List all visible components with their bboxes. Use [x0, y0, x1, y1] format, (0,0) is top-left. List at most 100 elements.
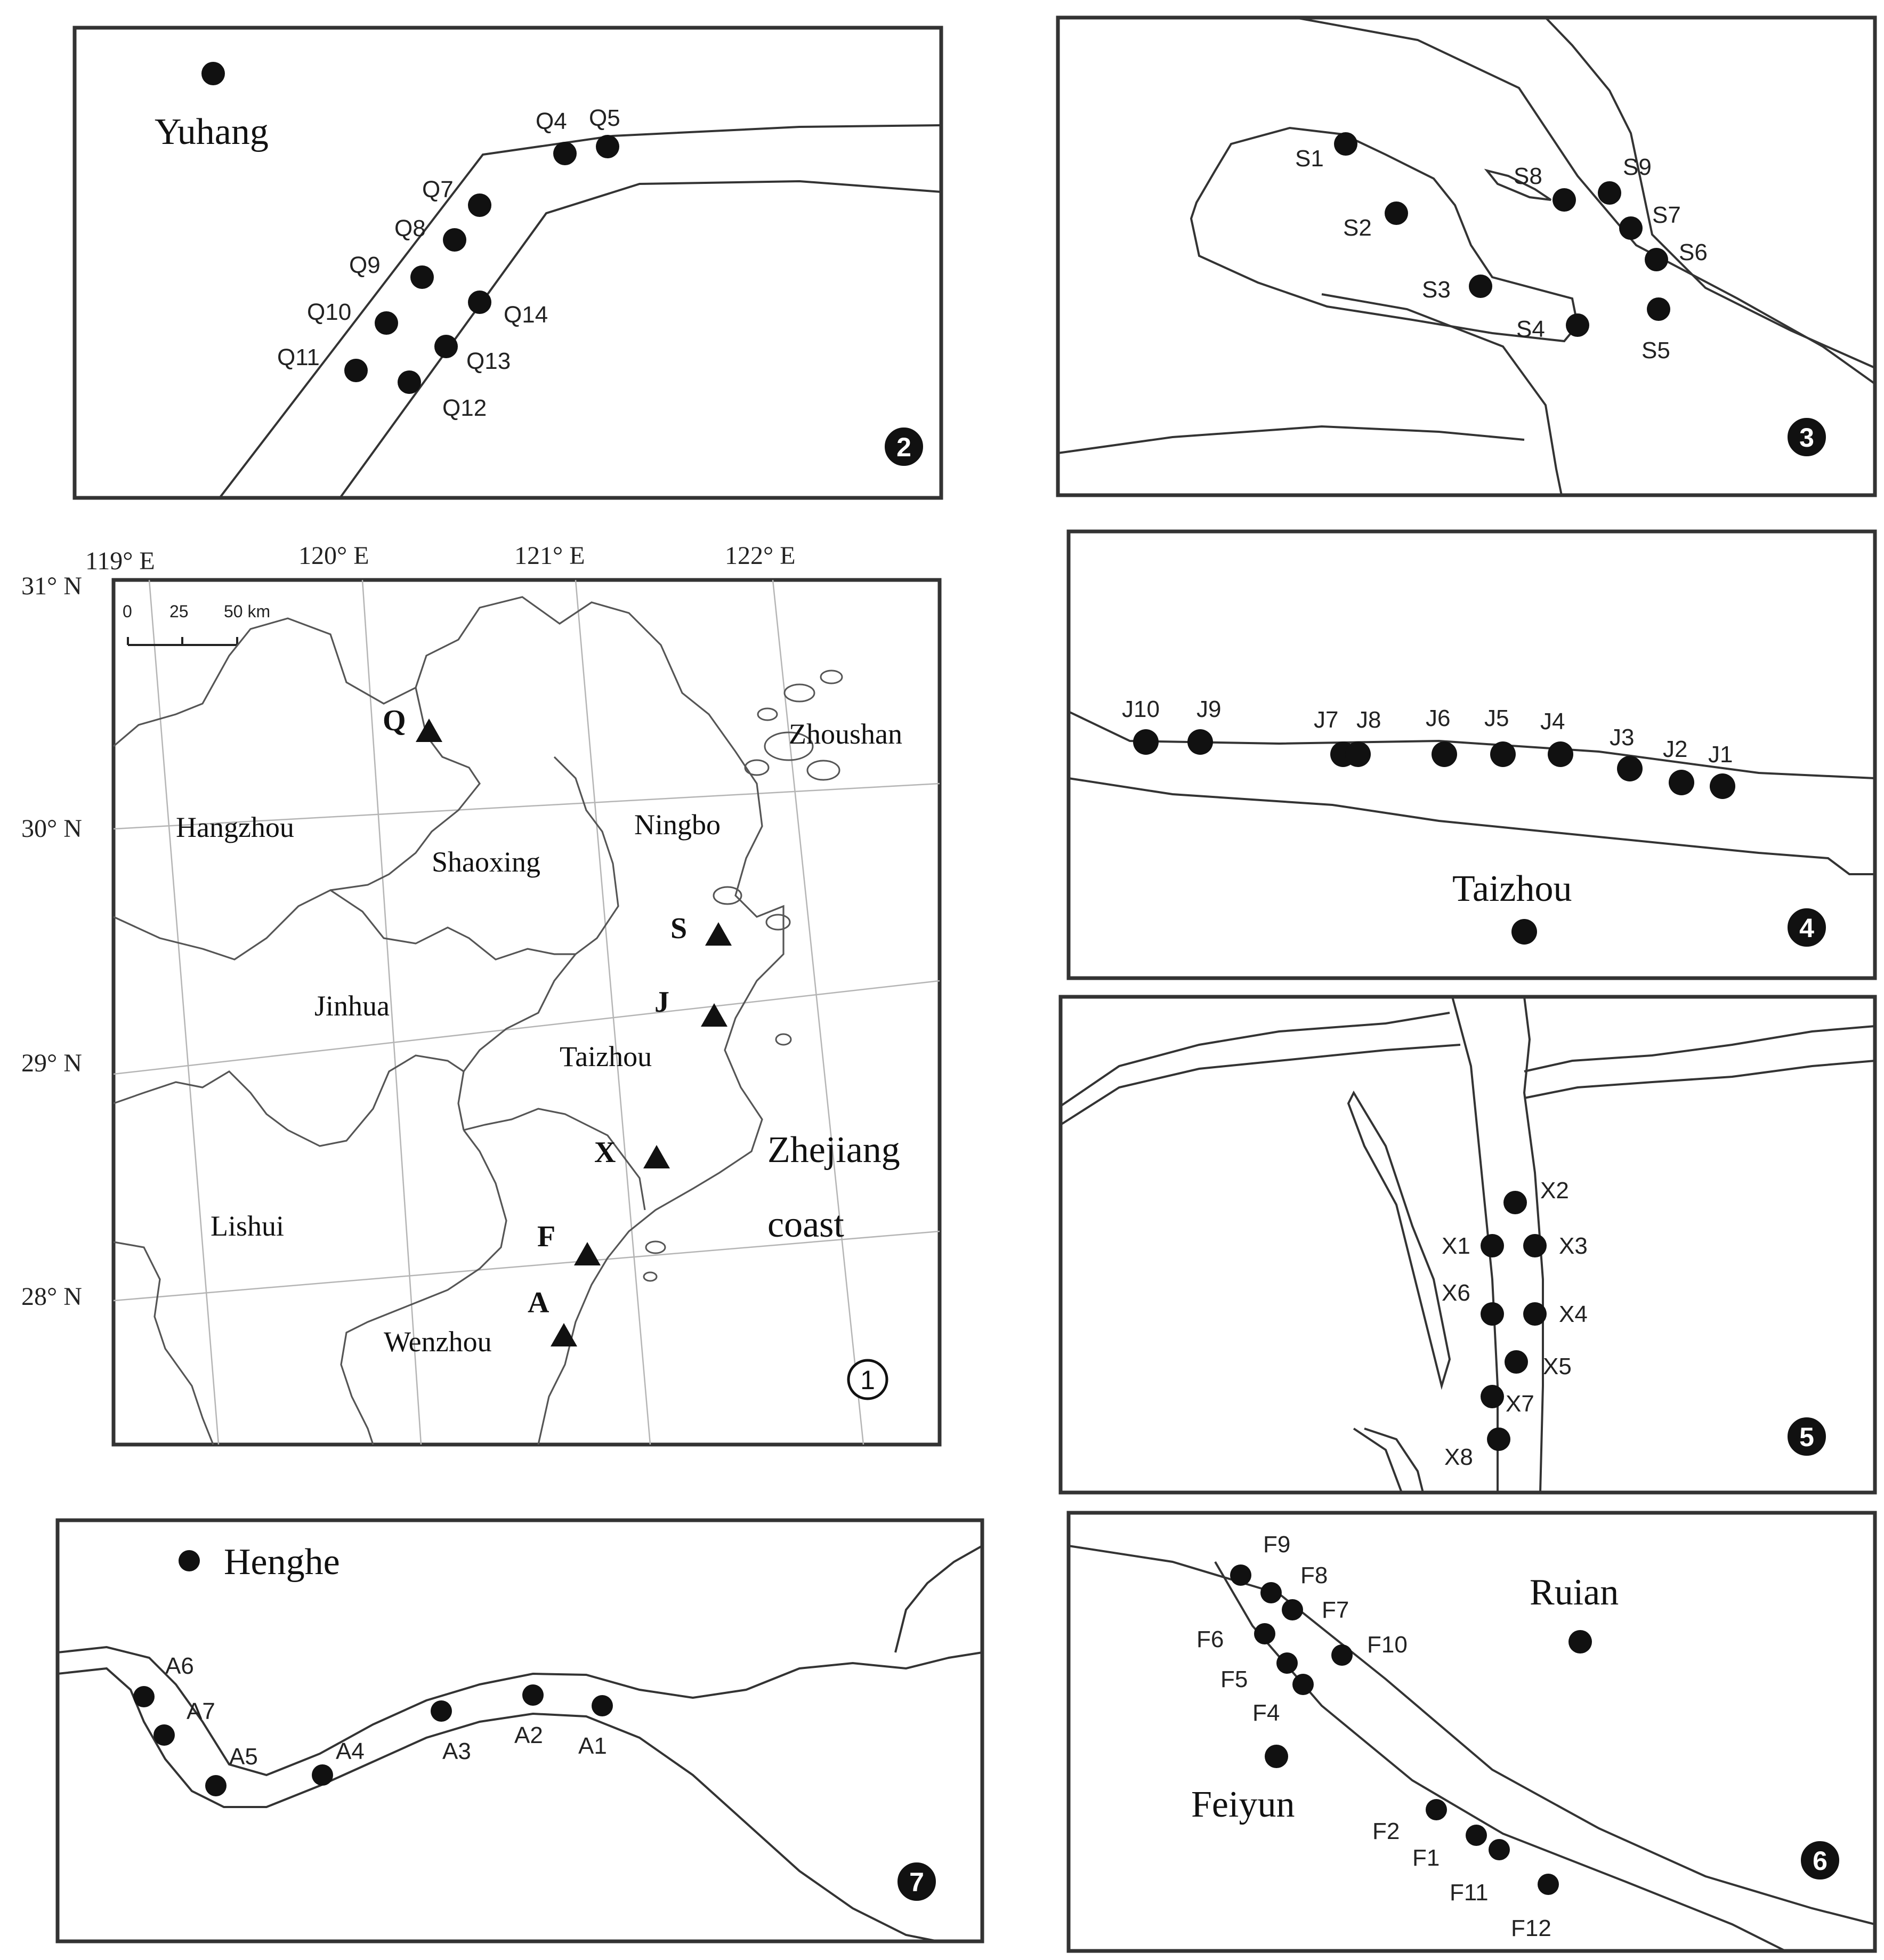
site-x1-label: X1 [1442, 1233, 1470, 1259]
site-a2 [522, 1684, 544, 1706]
feiyun-label: Feiyun [1191, 1784, 1295, 1825]
site-j1-label: J1 [1708, 741, 1733, 768]
site-s3-label: S3 [1422, 277, 1451, 303]
site-s3 [1469, 275, 1492, 298]
site-f7 [1282, 1599, 1303, 1620]
site-x-marker [643, 1145, 670, 1168]
taizhou-town-dot [1511, 919, 1537, 945]
site-s5-label: S5 [1642, 337, 1670, 364]
panel-6-feiyun-river: F9 F8 F7 F6 F10 F5 F4 F2 F1 F11 F12 Ruia… [1066, 1511, 1877, 1953]
panel-6-badge [1801, 1841, 1839, 1880]
site-s7-label: S7 [1652, 202, 1681, 228]
site-j1 [1710, 773, 1735, 799]
city-jinhua: Jinhua [314, 990, 390, 1022]
svg-text:1: 1 [860, 1365, 875, 1395]
city-taizhou: Taizhou [560, 1041, 652, 1072]
site-s1 [1334, 132, 1357, 156]
site-a5 [205, 1775, 227, 1796]
province-outline [112, 596, 785, 1445]
site-q7 [468, 193, 491, 217]
site-j3 [1617, 756, 1643, 781]
meridian-120 [361, 579, 422, 1445]
site-j2-label: J2 [1663, 736, 1687, 762]
scale-bar: 0 25 50 km [123, 602, 270, 646]
site-q8-label: Q8 [394, 215, 426, 241]
city-ningbo: Ningbo [634, 809, 721, 841]
site-s-label: S [670, 912, 687, 945]
site-x6-label: X6 [1442, 1280, 1470, 1306]
site-q13 [434, 335, 458, 358]
site-j4 [1548, 741, 1573, 767]
boundary-shaoxing-ningbo [553, 756, 619, 955]
site-a6-label: A6 [165, 1653, 194, 1679]
panel-2-badge [885, 428, 923, 466]
site-q9 [410, 265, 434, 289]
svg-text:2: 2 [896, 432, 911, 462]
site-f5 [1276, 1652, 1298, 1674]
site-f6-label: F6 [1196, 1626, 1224, 1652]
site-s8 [1553, 188, 1576, 212]
site-f12-label: F12 [1511, 1915, 1551, 1941]
svg-text:6: 6 [1813, 1846, 1828, 1876]
yuhang-town-dot [201, 62, 225, 85]
site-x3 [1523, 1234, 1547, 1257]
panel-4-jiaojiang-river: J10 J9 J7 J8 J6 J5 J4 J3 J2 J1 Taizhou 4 [1066, 529, 1877, 980]
site-a3 [431, 1700, 452, 1722]
site-q7-label: Q7 [422, 176, 454, 203]
site-s4 [1566, 313, 1589, 337]
panel-3-shaoxing-estuary: S1 S2 S3 S4 S5 S6 S7 S8 S9 3 [1056, 15, 1877, 497]
site-q13-label: Q13 [466, 348, 511, 374]
panel-3-badge [1788, 418, 1826, 456]
site-j-label: J [654, 986, 669, 1019]
site-s2 [1385, 201, 1408, 225]
site-a7 [153, 1724, 175, 1746]
site-f1-label: F1 [1412, 1845, 1440, 1871]
meridian-119 [148, 579, 220, 1445]
boundary-lishui-wenzhou-east [340, 1130, 507, 1445]
site-f6 [1254, 1623, 1275, 1644]
site-f11-label: F11 [1450, 1880, 1489, 1906]
site-j6-label: J6 [1426, 705, 1450, 731]
site-f2-label: F2 [1372, 1818, 1400, 1844]
panel-4-badge [1788, 908, 1826, 947]
parallel-30 [113, 783, 940, 830]
site-j5 [1490, 741, 1516, 767]
site-j9 [1187, 729, 1213, 755]
site-a4-label: A4 [336, 1738, 365, 1764]
lat-30-label: 30° N [21, 814, 82, 843]
site-f12 [1538, 1874, 1559, 1895]
ruian-label: Ruian [1530, 1572, 1619, 1613]
site-s5 [1647, 297, 1670, 321]
city-lishui: Lishui [211, 1210, 284, 1242]
site-x5-label: X5 [1543, 1353, 1572, 1380]
boundary-taizhou-wenzhou [463, 1108, 646, 1211]
site-f-label: F [537, 1220, 555, 1253]
site-s1-label: S1 [1295, 146, 1324, 172]
site-q14 [468, 291, 491, 314]
panel-7-aojiang-river: Henghe A6 A7 A5 A4 A3 A2 A1 7 [55, 1518, 984, 1943]
site-s4-label: S4 [1516, 316, 1545, 342]
site-x5 [1505, 1350, 1528, 1374]
site-f7-label: F7 [1322, 1597, 1349, 1623]
boundary-jinhua-taizhou [457, 954, 577, 1131]
site-x7 [1481, 1385, 1504, 1408]
site-a-marker [551, 1323, 577, 1346]
site-f2 [1426, 1799, 1447, 1820]
site-a3-label: A3 [442, 1738, 471, 1764]
site-x2-label: X2 [1540, 1177, 1569, 1204]
parallel-28 [113, 1230, 940, 1302]
region-coast-label: coast [767, 1204, 844, 1245]
site-x4-label: X4 [1559, 1301, 1588, 1327]
scale-tick-50km: 50 km [224, 602, 270, 621]
site-q14-label: Q14 [504, 302, 548, 328]
feiyun-town-dot [1265, 1745, 1288, 1768]
site-f9 [1230, 1564, 1251, 1586]
site-a-label: A [528, 1286, 549, 1319]
site-j2 [1669, 770, 1694, 795]
henghe-town-dot [179, 1550, 200, 1571]
site-x7-label: X7 [1506, 1391, 1534, 1417]
site-q-marker [416, 719, 442, 742]
yuhang-label: Yuhang [155, 111, 269, 152]
site-s9 [1598, 181, 1621, 205]
